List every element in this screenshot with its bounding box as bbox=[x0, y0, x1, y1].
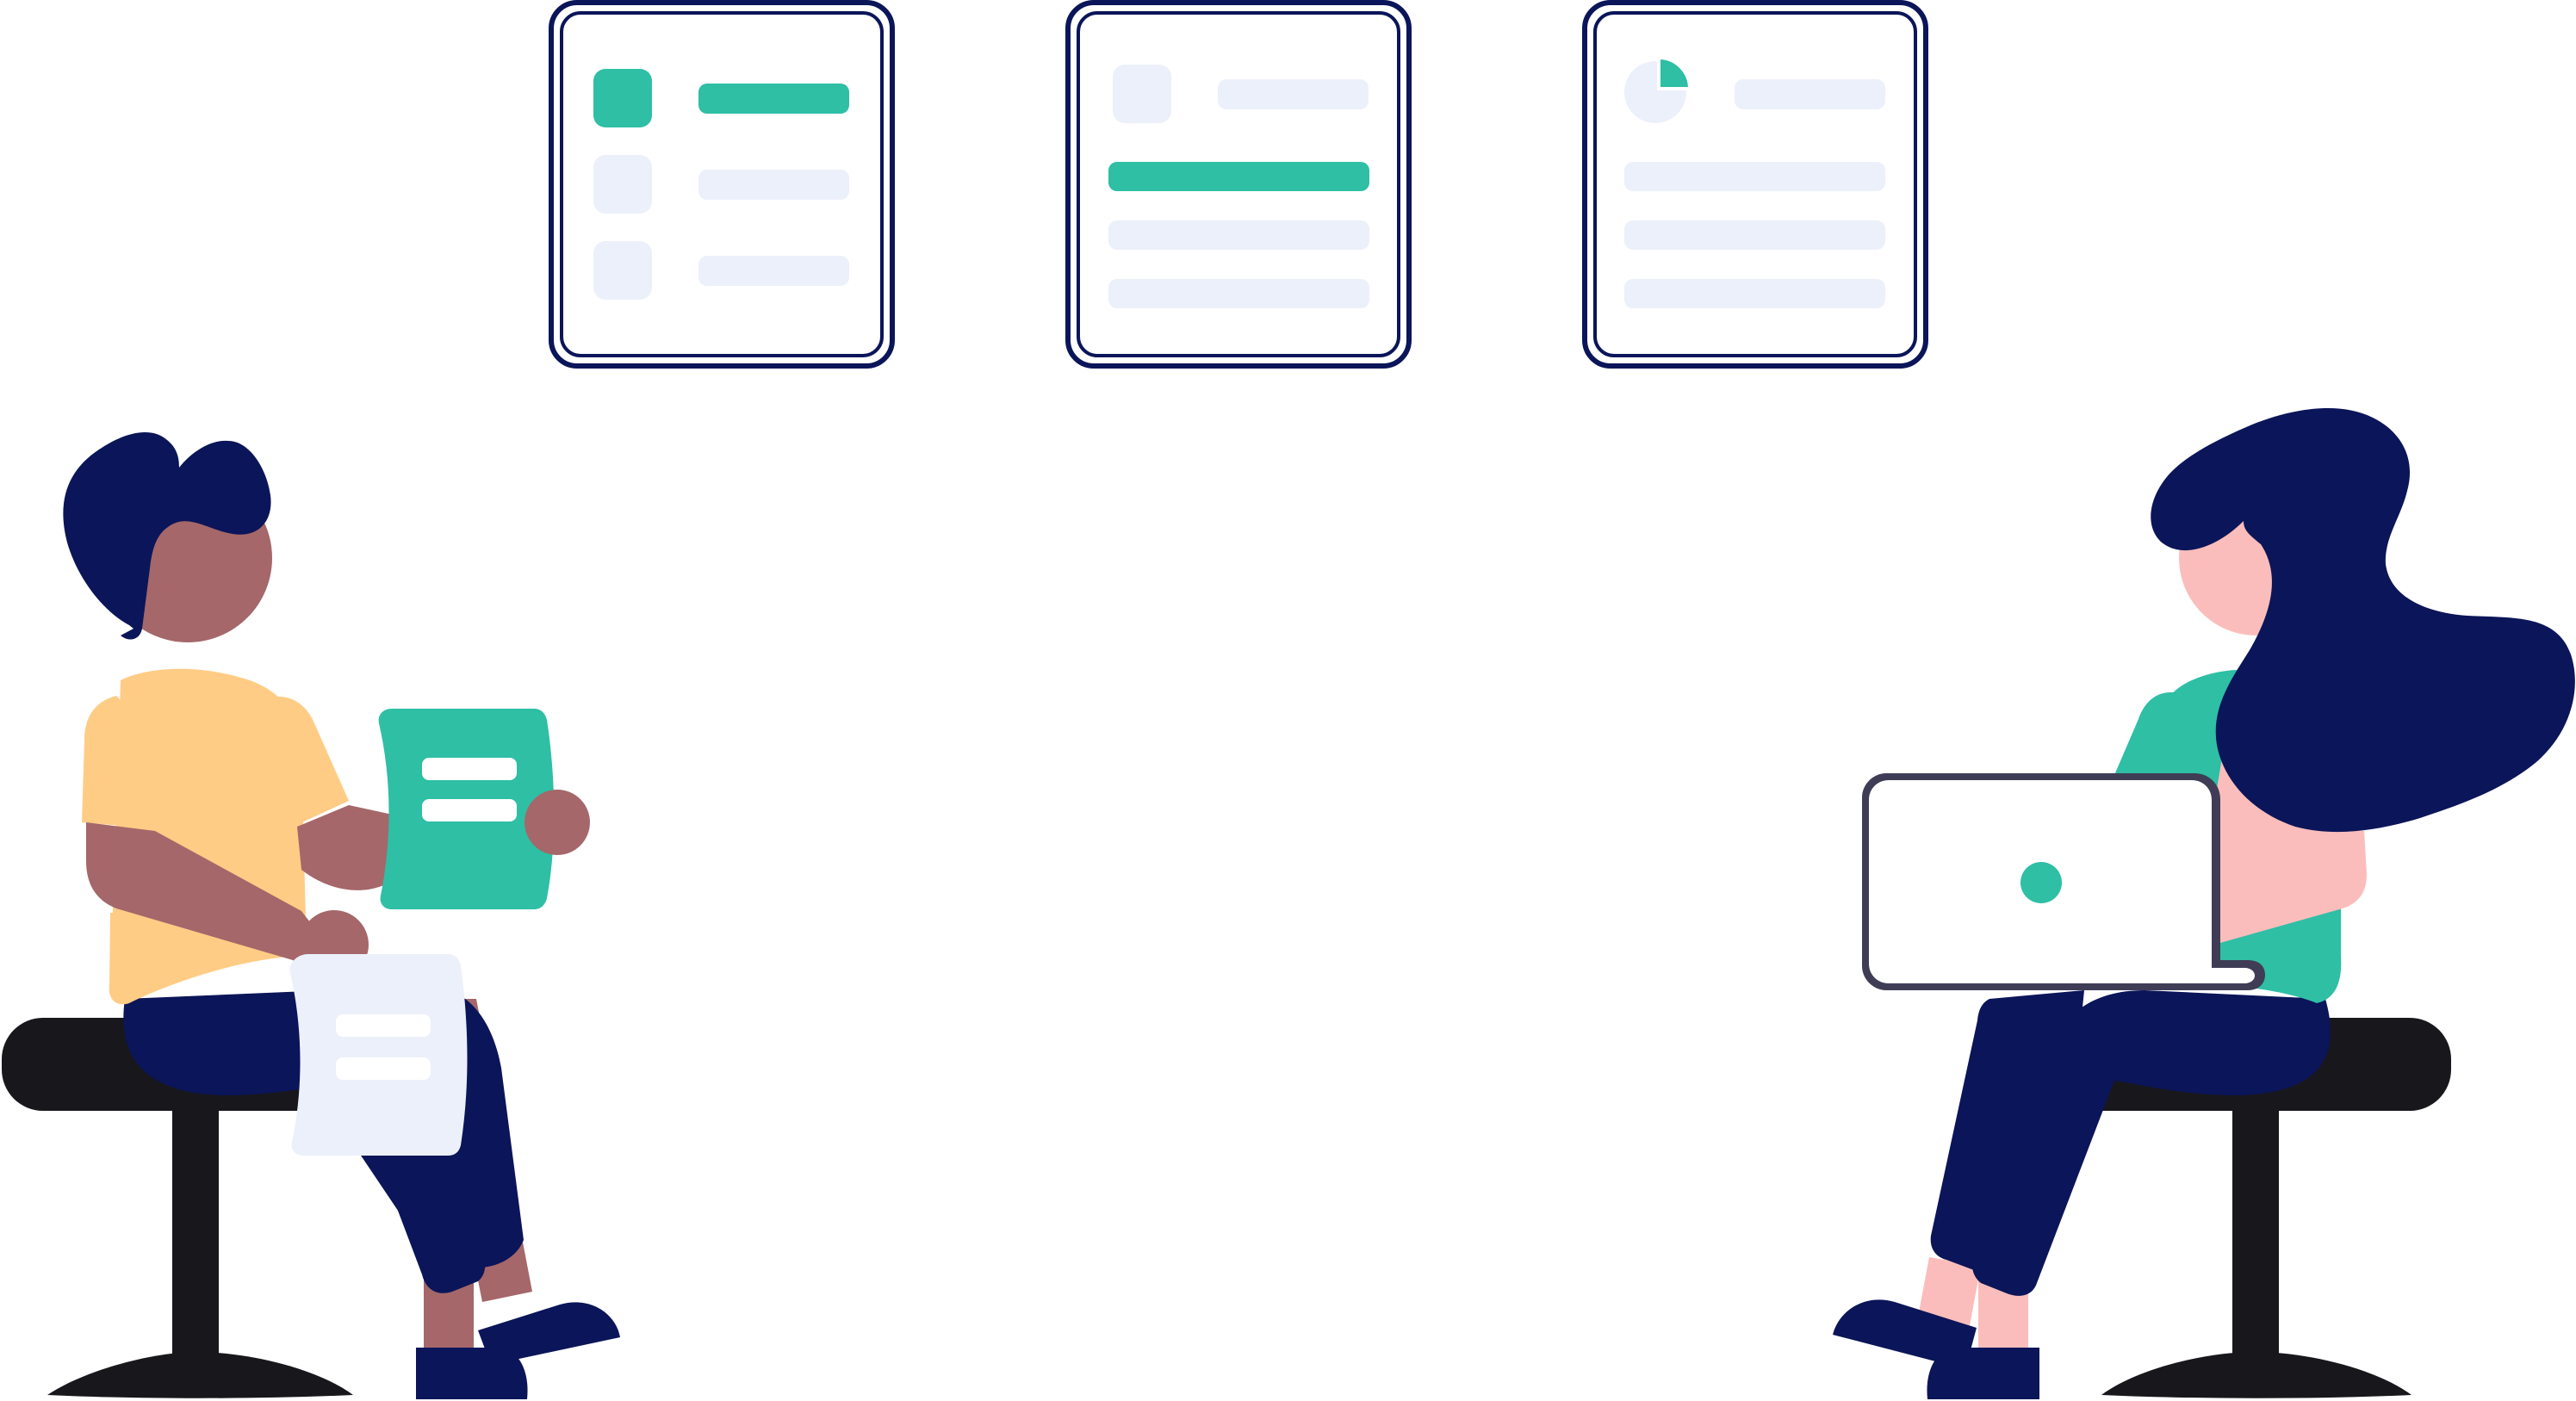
square-icon bbox=[593, 241, 652, 300]
bar-line bbox=[1624, 162, 1885, 191]
pie-chart-icon bbox=[1624, 55, 1692, 123]
card-3 bbox=[1582, 0, 1928, 369]
card-2 bbox=[1065, 0, 1412, 369]
man-holding-documents bbox=[2, 432, 620, 1399]
woman-arm bbox=[2200, 758, 2367, 947]
square-icon bbox=[593, 69, 652, 127]
list-line bbox=[698, 170, 849, 200]
woman-pants-back bbox=[1930, 990, 2084, 1274]
man-left-forearm bbox=[86, 822, 336, 966]
document-icon bbox=[289, 954, 468, 1156]
man-right-sleeve bbox=[258, 697, 349, 827]
bar-line bbox=[1108, 279, 1369, 308]
list-line bbox=[1735, 79, 1885, 109]
man-right-hand bbox=[525, 790, 590, 855]
card-1 bbox=[549, 0, 895, 369]
woman-shoe-back bbox=[1833, 1299, 1977, 1369]
bar-line bbox=[1624, 279, 1885, 308]
man-hair bbox=[63, 432, 271, 640]
man-left-sleeve bbox=[82, 696, 159, 828]
bar-line bbox=[1624, 220, 1885, 250]
square-icon bbox=[1113, 65, 1171, 123]
list-line bbox=[1218, 79, 1369, 109]
laptop-icon bbox=[1862, 773, 2265, 990]
dashboard-cards bbox=[549, 0, 1928, 369]
square-icon bbox=[593, 155, 652, 214]
bar-line bbox=[1108, 162, 1369, 191]
laptop-logo-dot bbox=[2020, 862, 2062, 903]
woman-with-laptop bbox=[1833, 407, 2575, 1399]
list-line bbox=[698, 256, 849, 286]
bar-line bbox=[1108, 220, 1369, 250]
man-shoe-back bbox=[478, 1302, 620, 1365]
man-right-forearm bbox=[297, 805, 405, 890]
document-icon bbox=[378, 709, 555, 909]
list-line bbox=[698, 84, 849, 114]
woman-hair bbox=[2151, 407, 2575, 833]
